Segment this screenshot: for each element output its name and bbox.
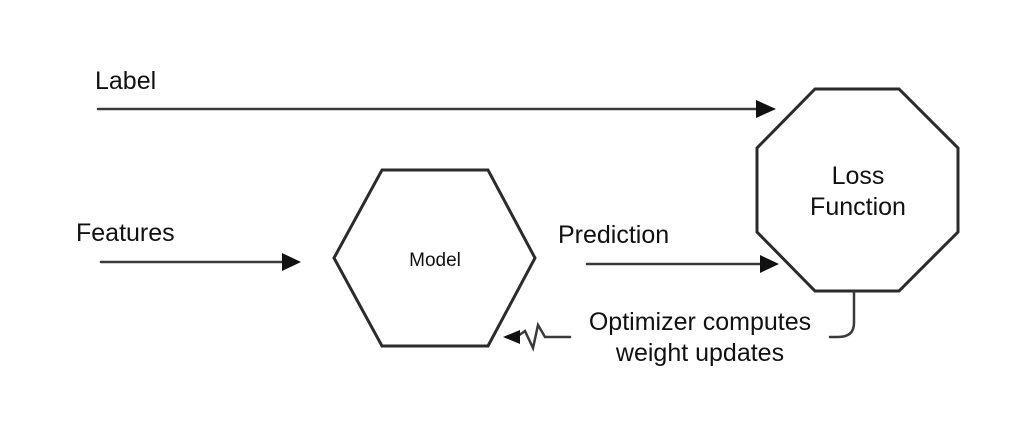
features-edge-arrowhead (282, 253, 301, 271)
loss-function-octagon (755, 87, 960, 293)
optimizer-edge-zigzag (516, 321, 572, 352)
optimizer-edge-curve (828, 290, 856, 339)
optimizer-edge-text-line2: weight updates (615, 339, 784, 367)
model-hexagon (332, 168, 537, 348)
prediction-edge-arrowhead (760, 255, 779, 273)
model-node: Model (332, 168, 537, 348)
loss-function-node: Loss Function (755, 87, 960, 293)
label-edge-arrowhead (756, 100, 776, 118)
label-edge-text: Label (95, 67, 156, 95)
optimizer-edge: Optimizer computes weight updates (503, 290, 856, 367)
loss-function-label-line2: Function (810, 193, 906, 221)
optimizer-edge-arrowhead (503, 330, 520, 344)
optimizer-edge-text-line1: Optimizer computes (589, 308, 811, 336)
prediction-edge: Prediction (558, 221, 779, 273)
label-edge: Label (95, 67, 776, 118)
prediction-edge-text: Prediction (558, 221, 669, 249)
loss-function-label-line1: Loss (832, 162, 885, 190)
features-edge: Features (76, 219, 301, 271)
model-label: Model (409, 250, 461, 271)
features-edge-text: Features (76, 219, 175, 247)
